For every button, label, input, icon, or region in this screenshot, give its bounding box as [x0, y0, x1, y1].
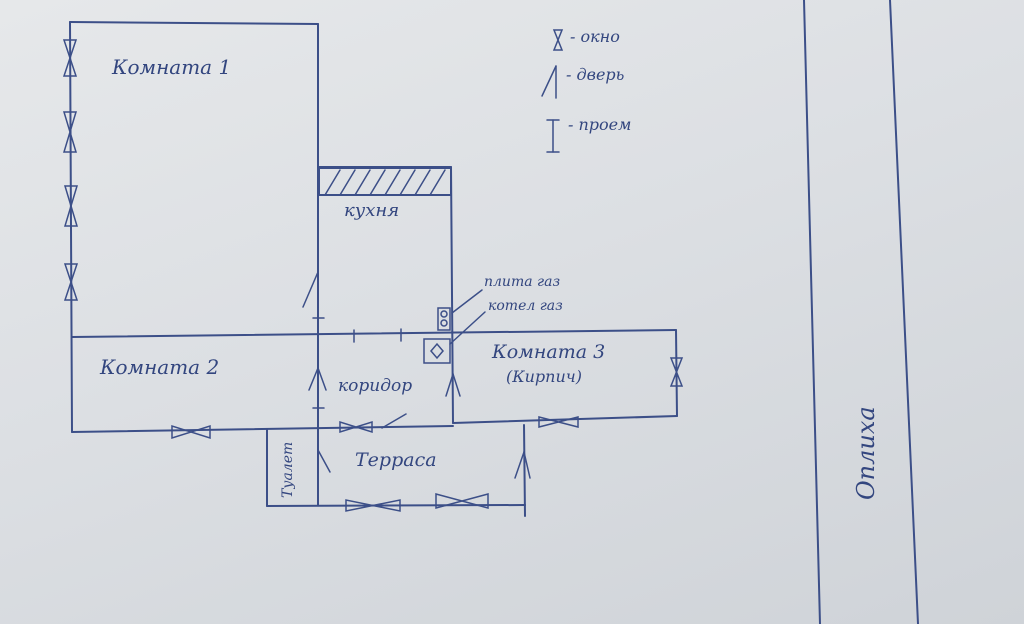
terrace-bottom-wall [266, 504, 526, 507]
windows [62, 39, 684, 512]
room3-bottom-wall [452, 415, 678, 424]
legend-door-label: - дверь [566, 65, 624, 84]
room3-material-label: (Кирпич) [506, 367, 582, 386]
gas-boiler-icon [423, 338, 451, 364]
window-icon [339, 420, 373, 434]
house-bottom-wall [71, 425, 454, 433]
door-icon [302, 271, 319, 308]
legend-door-icon [541, 65, 557, 97]
kitchen-hatched-wall [318, 167, 452, 196]
west-wall [69, 21, 73, 433]
window-icon [62, 39, 78, 77]
legend-window-icon [552, 29, 564, 51]
terrace-east-wall [523, 424, 526, 517]
window-icon [435, 493, 489, 509]
doors [302, 271, 531, 479]
kitchen-east-wall [450, 166, 454, 424]
openings [312, 317, 402, 409]
window-icon [171, 424, 211, 440]
window-icon [63, 263, 79, 301]
terrace-label: Терраса [355, 449, 437, 471]
middle-wall [71, 329, 677, 338]
door-icon [317, 449, 331, 473]
room1-label: Комната 1 [111, 55, 231, 79]
gas-stove-icon [437, 307, 451, 331]
door-icon [381, 413, 407, 429]
legend: - окно - дверь - проем [541, 27, 631, 153]
window-icon [669, 357, 684, 387]
road: Оплиха [803, 0, 919, 624]
stove-leader-line [451, 289, 483, 314]
gas-stove-label: плита газ [484, 274, 560, 290]
toilet-label: Туалет [280, 442, 296, 498]
boiler-leader-line [449, 311, 486, 345]
kitchen-label: кухня [344, 200, 399, 221]
legend-window-label: - окно [570, 27, 620, 46]
window-icon [345, 499, 401, 512]
road-edge-left [803, 0, 821, 624]
window-icon [63, 185, 79, 227]
door-icon [445, 373, 461, 397]
gas-boiler-label: котел газ [488, 298, 563, 314]
room1-top-wall [69, 21, 319, 25]
road-edge-right [889, 0, 919, 624]
door-icon [514, 451, 531, 479]
labels: Комната 1 кухня Комната 2 коридор Комнат… [99, 55, 605, 498]
window-icon [62, 111, 78, 153]
walls [69, 21, 678, 517]
gas-equipment [423, 289, 486, 364]
corridor-label: коридор [338, 376, 412, 396]
room3-label: Комната 3 [491, 341, 605, 363]
room2-label: Комната 2 [99, 355, 219, 379]
legend-opening-label: - проем [568, 115, 631, 134]
road-label: Оплиха [852, 406, 880, 500]
window-icon [538, 416, 579, 428]
door-icon [308, 367, 327, 391]
